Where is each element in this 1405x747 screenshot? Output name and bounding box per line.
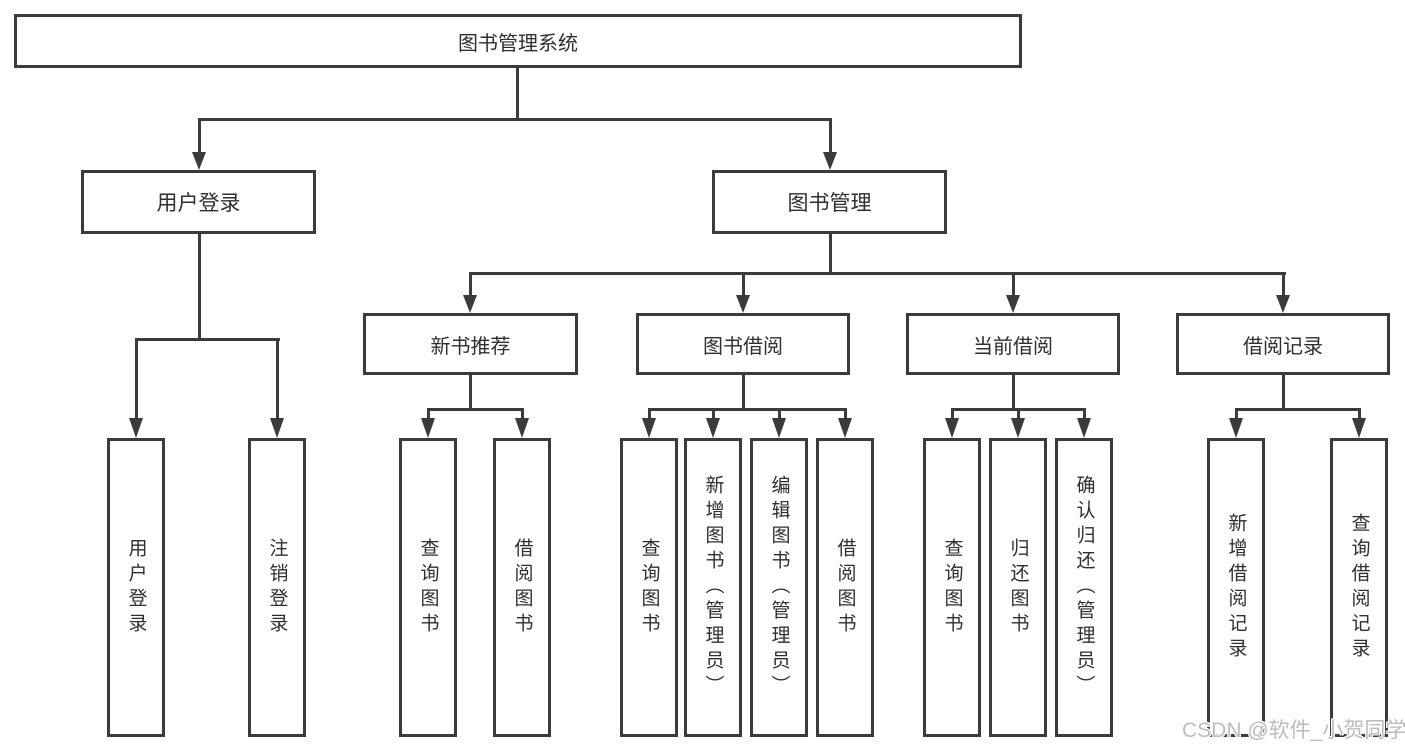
arrow-down-icon: [129, 418, 143, 438]
connector-records-branch: [1235, 408, 1361, 411]
connector-shaft: [844, 408, 847, 420]
arrow-down-icon: [1229, 418, 1243, 438]
connector-user-login-branch: [135, 338, 280, 341]
node-book-management-label: 图书管理: [787, 192, 872, 215]
leaf-label: 查询图书: [417, 537, 439, 638]
leaf-label: 新增图书（管理员）: [702, 475, 724, 700]
connector-shaft: [1083, 408, 1086, 420]
node-book-borrowing: 图书借阅: [636, 313, 850, 375]
connector-records-stem: [1282, 375, 1285, 408]
connector-root-stem: [516, 68, 519, 118]
node-leaf-return-books: 归还图书: [989, 438, 1047, 737]
leaf-label: 用户登录: [125, 537, 147, 638]
arrow-down-icon: [192, 152, 206, 170]
node-user-login-label: 用户登录: [156, 192, 241, 215]
connector-shaft: [469, 272, 472, 296]
connector-current-stem: [1012, 375, 1015, 408]
leaf-label: 新增借阅记录: [1225, 512, 1247, 663]
leaf-label: 查询图书: [941, 537, 963, 638]
connector-shaft: [427, 408, 430, 420]
connector-shaft: [712, 408, 715, 420]
arrow-down-icon: [515, 418, 529, 438]
node-leaf-user-login: 用户登录: [107, 438, 165, 737]
node-current-borrowing-label: 当前借阅: [973, 335, 1053, 358]
connector-shaft: [521, 408, 524, 420]
arrow-down-icon: [706, 418, 720, 438]
leaf-label: 借阅图书: [511, 537, 533, 638]
node-leaf-logout: 注销登录: [248, 438, 306, 737]
connector-shaft: [951, 408, 954, 420]
node-current-borrowing: 当前借阅: [906, 313, 1120, 375]
node-borrowing-records: 借阅记录: [1176, 313, 1390, 375]
connector-book-mgmt-stem: [829, 234, 832, 272]
node-root-label: 图书管理系统: [458, 32, 578, 55]
node-book-management: 图书管理: [712, 170, 947, 234]
node-new-book-recommend: 新书推荐: [363, 313, 578, 375]
connector-root-branch: [198, 118, 832, 121]
connector-recommend-branch: [427, 408, 524, 411]
arrow-down-icon: [1352, 418, 1366, 438]
node-leaf-query-borrow-record: 查询借阅记录: [1330, 438, 1388, 737]
connector-shaft: [829, 118, 832, 154]
connector-borrowing-branch: [648, 408, 847, 411]
connector-shaft: [1012, 272, 1015, 296]
arrow-down-icon: [642, 418, 656, 438]
node-new-book-recommend-label: 新书推荐: [430, 335, 511, 358]
connector-borrowing-stem: [742, 375, 745, 408]
node-leaf-edit-books-admin: 编辑图书（管理员）: [750, 438, 808, 737]
node-leaf-borrow-books-recommend: 借阅图书: [493, 438, 551, 737]
connector-shaft: [648, 408, 651, 420]
connector-user-login-stem: [198, 234, 201, 338]
connector-shaft: [778, 408, 781, 420]
arrow-down-icon: [1011, 418, 1025, 438]
arrow-down-icon: [1006, 295, 1020, 313]
node-leaf-add-books-admin: 新增图书（管理员）: [684, 438, 742, 737]
leaf-label: 查询图书: [638, 537, 660, 638]
node-leaf-query-books-recommend: 查询图书: [399, 438, 457, 737]
arrow-down-icon: [772, 418, 786, 438]
leaf-label: 编辑图书（管理员）: [768, 475, 790, 700]
connector-shaft: [1358, 408, 1361, 420]
connector-shaft: [1017, 408, 1020, 420]
arrow-down-icon: [463, 295, 477, 313]
node-leaf-query-books-borrowing: 查询图书: [620, 438, 678, 737]
node-user-login: 用户登录: [81, 170, 316, 234]
leaf-label: 归还图书: [1007, 537, 1029, 638]
connector-shaft: [198, 118, 201, 154]
arrow-down-icon: [1077, 418, 1091, 438]
connector-shaft: [1282, 272, 1285, 296]
leaf-label: 确认归还（管理员）: [1073, 475, 1095, 700]
arrow-down-icon: [945, 418, 959, 438]
arrow-down-icon: [270, 418, 284, 438]
leaf-label: 查询借阅记录: [1348, 512, 1370, 663]
leaf-label: 注销登录: [266, 537, 288, 638]
node-leaf-query-books-current: 查询图书: [923, 438, 981, 737]
node-root: 图书管理系统: [14, 14, 1022, 68]
connector-shaft: [742, 272, 745, 296]
csdn-watermark: CSDN @软件_小贺同学: [1182, 719, 1405, 742]
connector-recommend-stem: [469, 375, 472, 408]
node-leaf-add-borrow-record: 新增借阅记录: [1207, 438, 1265, 737]
connector-shaft: [276, 338, 279, 418]
node-borrowing-records-label: 借阅记录: [1243, 335, 1323, 358]
arrow-down-icon: [421, 418, 435, 438]
connector-book-mgmt-branch: [469, 272, 1286, 275]
arrow-down-icon: [838, 418, 852, 438]
node-book-borrowing-label: 图书借阅: [703, 335, 783, 358]
connector-shaft: [1235, 408, 1238, 420]
arrow-down-icon: [823, 152, 837, 170]
node-leaf-borrow-books: 借阅图书: [816, 438, 874, 737]
arrow-down-icon: [736, 295, 750, 313]
leaf-label: 借阅图书: [834, 537, 856, 638]
connector-shaft: [135, 338, 138, 418]
node-leaf-confirm-return-admin: 确认归还（管理员）: [1055, 438, 1113, 737]
arrow-down-icon: [1276, 295, 1290, 313]
